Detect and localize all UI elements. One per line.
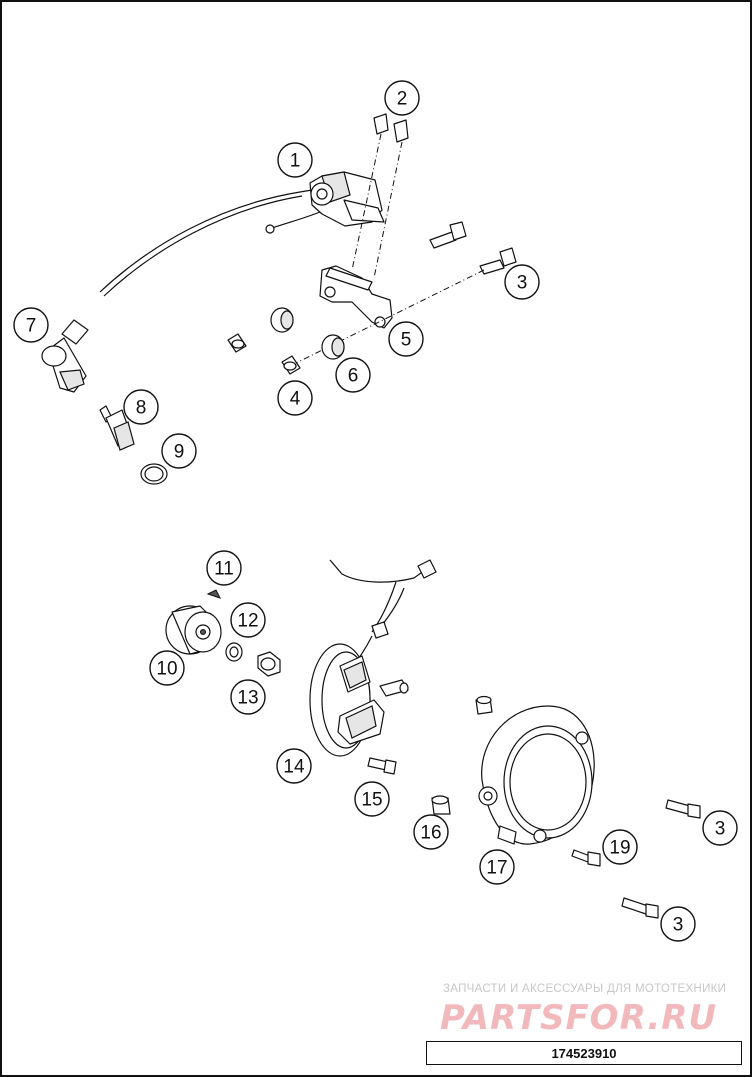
part-coil-bolts (351, 113, 409, 279)
callout-19: 19 (602, 829, 638, 865)
part-ignition-coil (265, 171, 385, 234)
svg-text:7: 7 (26, 316, 37, 337)
callout-15: 15 (354, 781, 390, 817)
part-ignition-coil-cable (99, 189, 313, 297)
part-ignition-cover (478, 705, 595, 845)
svg-text:16: 16 (420, 823, 441, 844)
part-rubber-bushings (227, 307, 345, 375)
part-bracket-bolts (289, 221, 517, 367)
callout-14: 14 (276, 748, 312, 784)
svg-text:14: 14 (283, 757, 305, 778)
svg-text:1: 1 (290, 151, 301, 172)
callout-8: 8 (123, 389, 159, 425)
drawing-number: 174523910 (551, 1045, 617, 1061)
svg-text:3: 3 (517, 273, 528, 294)
callout-3-bottom: 3 (660, 906, 696, 942)
svg-text:5: 5 (401, 330, 412, 351)
part-dowel-sleeve (431, 695, 493, 815)
part-seal-ring (140, 463, 168, 485)
svg-text:13: 13 (237, 688, 258, 709)
drawing-number-box: 174523910 (426, 1041, 742, 1065)
part-woodruff-key (206, 589, 221, 599)
svg-text:19: 19 (609, 838, 630, 859)
svg-text:9: 9 (174, 442, 185, 463)
watermark-tagline: ЗАПЧАСТИ И АКСЕССУАРЫ ДЛЯ МОТОТЕХНИКИ (443, 983, 727, 995)
callout-1: 1 (277, 142, 313, 178)
callout-16: 16 (413, 814, 449, 850)
callout-9: 9 (161, 433, 197, 469)
svg-text:3: 3 (673, 915, 684, 936)
part-rotor-nut (257, 651, 281, 677)
svg-text:15: 15 (361, 790, 382, 811)
svg-text:10: 10 (156, 659, 177, 680)
part-washer (225, 642, 243, 662)
svg-text:3: 3 (715, 819, 726, 840)
callout-12: 12 (230, 602, 266, 638)
svg-text:8: 8 (136, 398, 147, 419)
callout-3-right: 3 (702, 810, 738, 846)
svg-text:6: 6 (348, 366, 359, 387)
callout-6: 6 (335, 357, 371, 393)
callout-10: 10 (149, 650, 185, 686)
svg-text:11: 11 (214, 559, 234, 580)
part-stator-screw (367, 757, 397, 775)
part-stator-plate (309, 559, 437, 757)
callout-7: 7 (13, 307, 49, 343)
svg-text:12: 12 (237, 611, 258, 632)
callout-5: 5 (388, 321, 424, 357)
callout-11: 11 (206, 550, 242, 586)
svg-text:4: 4 (290, 389, 301, 410)
svg-text:2: 2 (397, 89, 408, 110)
callout-4: 4 (277, 380, 313, 416)
callout-13: 13 (230, 679, 266, 715)
part-coil-bracket (319, 265, 393, 329)
part-spark-plug (99, 405, 135, 451)
callout-3: 3 (504, 264, 540, 300)
watermark-brand-logo: PARTSFOR.RU (440, 998, 718, 1038)
part-spark-plug-cap (41, 319, 89, 393)
callout-2: 2 (384, 80, 420, 116)
part-cover-bolts (571, 799, 701, 919)
callout-17: 17 (479, 849, 515, 885)
svg-text:17: 17 (486, 858, 507, 879)
part-rotor (165, 605, 222, 655)
